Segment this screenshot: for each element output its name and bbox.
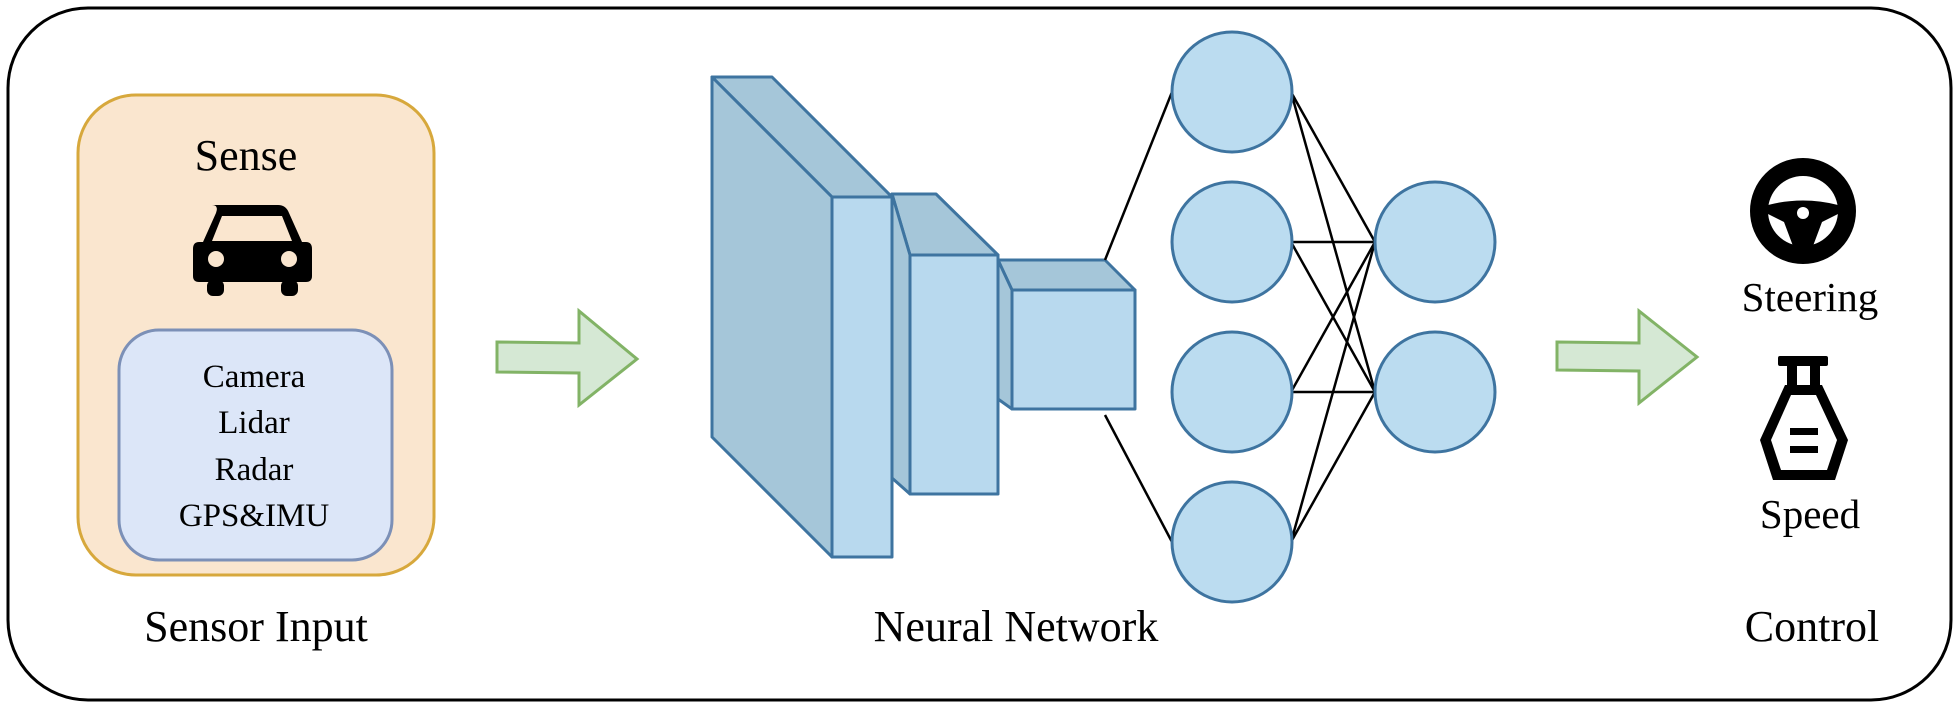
car-icon bbox=[193, 205, 312, 296]
sensor-radar: Radar bbox=[215, 452, 294, 488]
node bbox=[1170, 480, 1294, 604]
steering-wheel-icon bbox=[1750, 158, 1856, 264]
hidden-layer bbox=[1170, 30, 1294, 604]
sensor-camera: Camera bbox=[203, 359, 306, 395]
node bbox=[1170, 30, 1294, 154]
node bbox=[1170, 180, 1294, 304]
speed-label: Speed bbox=[1760, 491, 1860, 537]
output-layer bbox=[1373, 180, 1497, 454]
arrow-right-icon bbox=[495, 307, 640, 409]
steering-label: Steering bbox=[1742, 274, 1879, 320]
sense-title: Sense bbox=[195, 131, 298, 180]
arrow-right-icon bbox=[1555, 307, 1700, 407]
conv-layer-1 bbox=[710, 75, 894, 559]
control-title: Control bbox=[1745, 602, 1879, 651]
sensor-gps-imu: GPS&IMU bbox=[179, 498, 330, 534]
throttle-icon bbox=[1760, 356, 1848, 480]
sensor-input-title: Sensor Input bbox=[144, 602, 368, 651]
conv-layer-2 bbox=[890, 192, 1000, 496]
conv-layer-3 bbox=[996, 258, 1137, 411]
neural-network-title: Neural Network bbox=[874, 602, 1159, 651]
network-connections bbox=[1103, 91, 1377, 543]
node bbox=[1373, 330, 1497, 454]
neural-network-section: Neural Network bbox=[710, 30, 1497, 651]
sensor-lidar: Lidar bbox=[218, 405, 289, 441]
node bbox=[1170, 330, 1294, 454]
sensor-input-section: Sense Camera Lidar Radar GPS&IMU Sensor … bbox=[76, 93, 436, 651]
sensor-list-box bbox=[117, 328, 394, 562]
control-section: Steering Speed Control bbox=[1742, 158, 1879, 651]
node bbox=[1373, 180, 1497, 304]
